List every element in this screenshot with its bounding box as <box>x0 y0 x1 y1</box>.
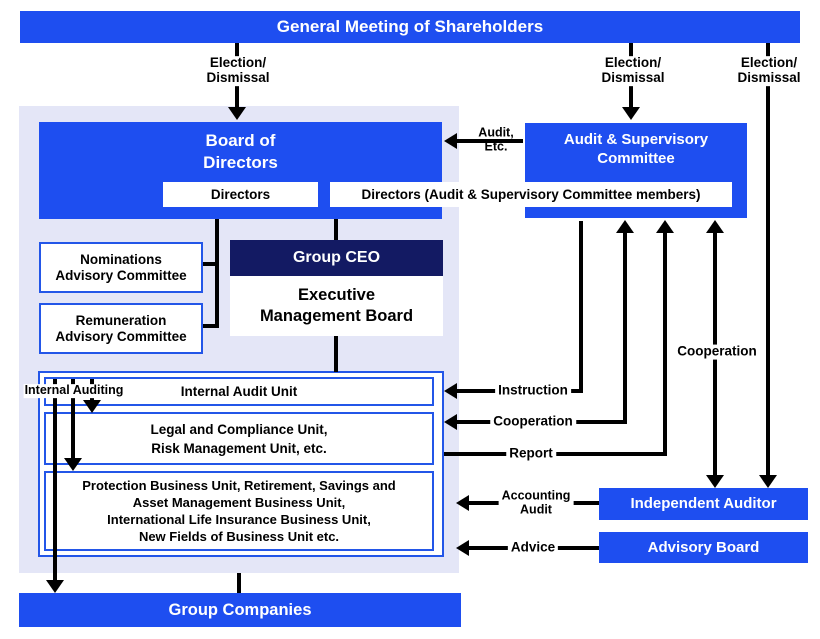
executive-management-box: Group CEO Executive Management Board <box>230 240 443 336</box>
line-bracket-remuneration <box>203 324 216 328</box>
arrowhead-down-board <box>228 107 246 120</box>
line-report-vertical <box>663 233 667 456</box>
election-dismissal-label-2: Election/ Dismissal <box>598 55 668 86</box>
audit-supervisory-committee-title: Audit & Supervisory Committee <box>563 131 709 167</box>
directors-label: Directors <box>210 187 271 202</box>
arrowhead-down-groupco-audit <box>46 580 64 593</box>
legal-compliance-unit-label: Legal and Compliance Unit, Risk Manageme… <box>150 421 328 456</box>
directors-asc-members-label: Directors (Audit & Supervisory Committee… <box>361 187 701 202</box>
arrowhead-down-committee <box>622 107 640 120</box>
executive-management-board-title: Executive Management Board <box>259 286 414 325</box>
legal-compliance-unit-box: Legal and Compliance Unit, Risk Manageme… <box>44 412 434 465</box>
arrowhead-left-advice <box>456 540 469 556</box>
line-election3 <box>766 43 770 475</box>
advisory-board-box: Advisory Board <box>599 532 808 563</box>
arrowhead-down-auditor-right <box>759 475 777 488</box>
group-ceo-header: Group CEO <box>230 240 443 276</box>
line-internal-audit-business <box>71 379 75 458</box>
election-dismissal-label-1: Election/ Dismissal <box>203 55 273 86</box>
line-instruction-vertical <box>579 221 583 393</box>
line-bracket-nominations <box>203 262 216 266</box>
remuneration-committee-label: Remuneration Advisory Committee <box>55 312 187 344</box>
advice-label: Advice <box>507 540 559 556</box>
line-ceo-units <box>334 336 338 372</box>
arrowhead-down-cooperation-auditor <box>706 475 724 488</box>
group-ceo-title: Group CEO <box>292 249 381 266</box>
cooperation-auditor-label: Cooperation <box>674 344 760 360</box>
group-companies-label: Group Companies <box>168 601 312 619</box>
independent-auditor-box: Independent Auditor <box>599 488 808 520</box>
line-internal-audit-groupco <box>53 379 57 580</box>
line-cooperation-vertical <box>623 233 627 424</box>
arrowhead-left-instruction <box>444 383 457 399</box>
instruction-label: Instruction <box>495 383 571 399</box>
nominations-committee-label: Nominations Advisory Committee <box>55 251 187 283</box>
arrowhead-left-accounting-audit <box>456 495 469 511</box>
general-meeting-title: General Meeting of Shareholders <box>276 17 544 36</box>
accounting-audit-label: Accounting Audit <box>498 488 574 517</box>
arrowhead-up-cooperation <box>616 220 634 233</box>
line-audit-etc <box>455 139 523 143</box>
report-label: Report <box>506 446 556 462</box>
arrowhead-left-audit-etc <box>444 133 457 149</box>
general-meeting-banner: General Meeting of Shareholders <box>20 11 800 43</box>
arrowhead-down-business-audit <box>64 458 82 471</box>
board-of-directors-title: Board of Directors <box>203 131 278 172</box>
internal-audit-unit-label: Internal Audit Unit <box>180 384 298 399</box>
independent-auditor-label: Independent Auditor <box>630 495 777 512</box>
arrowhead-down-legal-audit <box>83 400 101 413</box>
business-units-label: Protection Business Unit, Retirement, Sa… <box>82 478 396 544</box>
nominations-committee-box: Nominations Advisory Committee <box>39 242 203 293</box>
arrowhead-left-cooperation <box>444 414 457 430</box>
group-companies-box: Group Companies <box>19 593 461 627</box>
election-dismissal-label-3: Election/ Dismissal <box>734 55 804 86</box>
advisory-board-label: Advisory Board <box>647 539 760 556</box>
directors-asc-members-box: Directors (Audit & Supervisory Committee… <box>330 182 732 207</box>
line-board-ceo <box>334 219 338 240</box>
audit-etc-label: Audit, Etc. <box>478 125 514 153</box>
cooperation-label: Cooperation <box>490 414 576 430</box>
business-units-box: Protection Business Unit, Retirement, Sa… <box>44 471 434 551</box>
internal-audit-unit-box: Internal Audit Unit <box>44 377 434 406</box>
arrowhead-up-cooperation-auditor <box>706 220 724 233</box>
remuneration-committee-box: Remuneration Advisory Committee <box>39 303 203 354</box>
line-company-groupco <box>237 573 241 593</box>
internal-auditing-label: Internal Auditing <box>23 383 125 398</box>
directors-box: Directors <box>163 182 318 207</box>
arrowhead-up-report <box>656 220 674 233</box>
line-bracket-vertical <box>215 219 219 328</box>
